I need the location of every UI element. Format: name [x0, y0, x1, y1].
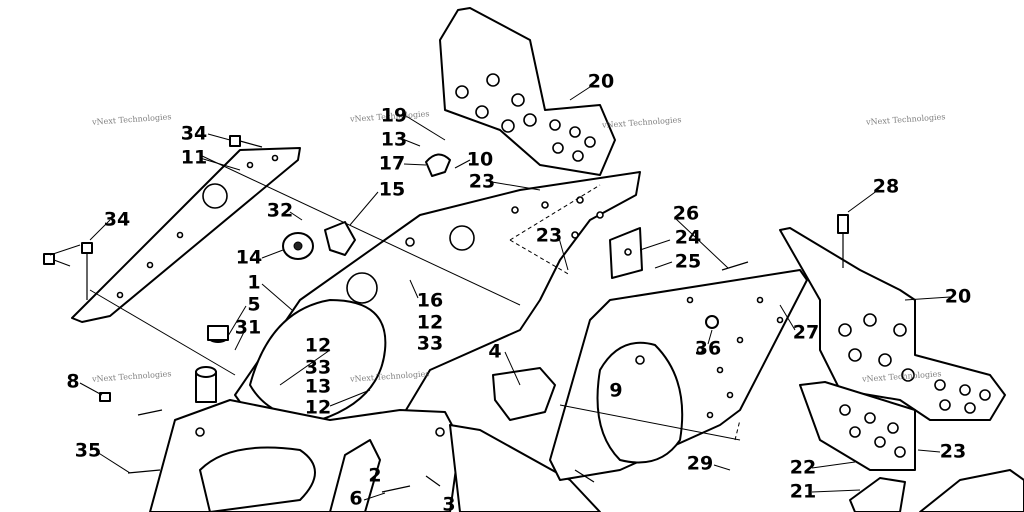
callout-14: 14: [235, 246, 263, 269]
callout-17: 17: [378, 152, 406, 175]
bolt-34-left: [43, 242, 93, 300]
callout-1: 1: [247, 271, 261, 294]
part-36-nut: [705, 315, 719, 329]
part-15-bracket: [324, 221, 356, 256]
callout-31: 31: [234, 316, 262, 339]
part-31-tube: [195, 366, 217, 403]
callout-28: 28: [872, 175, 900, 198]
callout-16: 16: [416, 289, 444, 312]
part-21-plate: [799, 381, 916, 471]
alignment-lines: [89, 154, 741, 441]
callout-9: 9: [609, 379, 623, 402]
callout-13-upper: 13: [380, 128, 408, 151]
callout-11: 11: [180, 146, 208, 169]
callout-25: 25: [674, 250, 702, 273]
callout-3: 3: [442, 493, 456, 512]
callout-15: 15: [378, 178, 406, 201]
part-26-cable: [721, 261, 749, 271]
part-9-bulkhead: [549, 269, 808, 481]
part-1-main-frame: [234, 171, 641, 446]
part-17-clip: [425, 153, 451, 177]
part-28-bolt: [837, 214, 849, 268]
callout-34-left: 34: [103, 208, 131, 231]
callout-12-upper: 12: [304, 334, 332, 357]
callout-5: 5: [247, 293, 261, 316]
callout-24: 24: [674, 226, 702, 249]
callout-12-mid: 12: [416, 311, 444, 334]
leader-lines: [49, 84, 951, 501]
callout-8: 8: [66, 370, 80, 393]
callout-29: 29: [686, 452, 714, 475]
callout-6: 6: [349, 487, 363, 510]
callout-23-lower: 23: [939, 440, 967, 463]
callout-13-lower: 13: [304, 375, 332, 398]
bolt-34-upper: [229, 135, 263, 148]
part-20-skid-plate-right: [779, 227, 1006, 421]
callout-10: 10: [466, 148, 494, 171]
callout-26: 26: [672, 202, 700, 225]
part-11-rail: [71, 147, 301, 323]
callout-20-right: 20: [944, 285, 972, 308]
callout-33-lower: 33: [304, 356, 332, 379]
callout-4: 4: [488, 340, 502, 363]
callout-23-upper: 23: [468, 170, 496, 193]
part-5-spacer: [207, 325, 229, 343]
lower-front-frame: [149, 399, 601, 512]
part-14-grommet: [282, 232, 314, 260]
callout-33-mid: 33: [416, 332, 444, 355]
callout-20-top: 20: [587, 70, 615, 93]
studs: [99, 392, 595, 493]
callout-21: 21: [789, 480, 817, 503]
callout-32: 32: [266, 199, 294, 222]
callout-23-mid: 23: [535, 224, 563, 247]
part-20-skid-plate-top: [439, 7, 616, 176]
part-4-plate: [492, 367, 556, 421]
callout-2: 2: [368, 464, 382, 487]
callout-27: 27: [792, 321, 820, 344]
part-24-bracket: [609, 227, 643, 279]
callout-12-lower: 12: [304, 396, 332, 419]
callout-34-upper: 34: [180, 122, 208, 145]
part-bottom-right-guard: [849, 469, 1024, 512]
callout-36: 36: [694, 337, 722, 360]
callout-35: 35: [74, 439, 102, 462]
callout-19: 19: [380, 104, 408, 127]
callout-22: 22: [789, 456, 817, 479]
